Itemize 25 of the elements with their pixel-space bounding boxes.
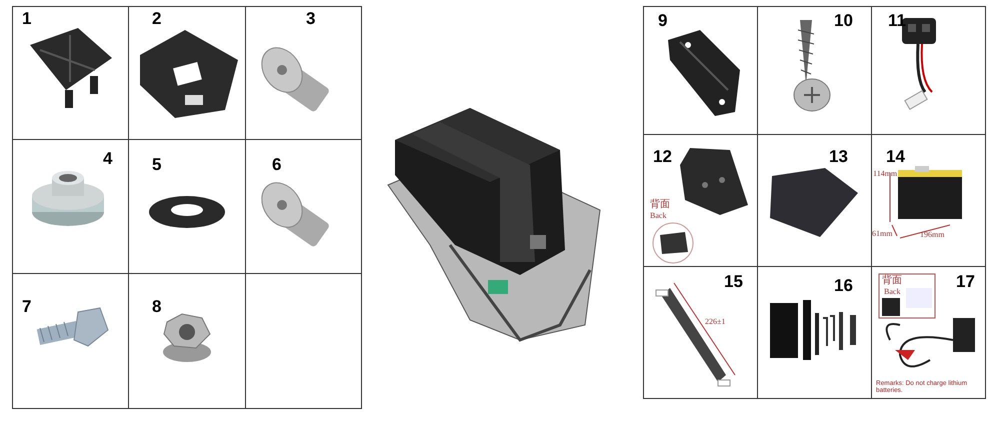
part-number: 13 — [829, 148, 848, 165]
part-number: 9 — [658, 12, 668, 29]
part-number: 1 — [22, 10, 32, 27]
dimension-text: 114mm — [873, 170, 898, 178]
view-note: 背面 — [650, 200, 670, 210]
part-number: 7 — [22, 298, 32, 315]
view-note: Back — [650, 212, 666, 220]
dimension-text: 196mm — [920, 231, 944, 239]
part-number: 15 — [724, 273, 743, 290]
part-number: 10 — [834, 12, 853, 29]
part-number: 14 — [886, 148, 905, 165]
view-note: 背面 — [882, 276, 902, 286]
part-number: 6 — [272, 156, 282, 173]
part-number: 17 — [956, 273, 975, 290]
view-note: Back — [884, 288, 900, 296]
dimension-text: 61mm — [872, 230, 892, 238]
part-number: 8 — [152, 298, 162, 315]
part-number: 2 — [152, 10, 162, 27]
part-number: 4 — [103, 150, 112, 167]
part-number: 5 — [152, 156, 162, 173]
part-number: 11 — [888, 12, 906, 29]
dimension-text: 226±1 — [705, 318, 726, 326]
part-number: 3 — [306, 10, 316, 27]
part-number: 16 — [834, 277, 853, 294]
part-number: 12 — [653, 148, 672, 165]
